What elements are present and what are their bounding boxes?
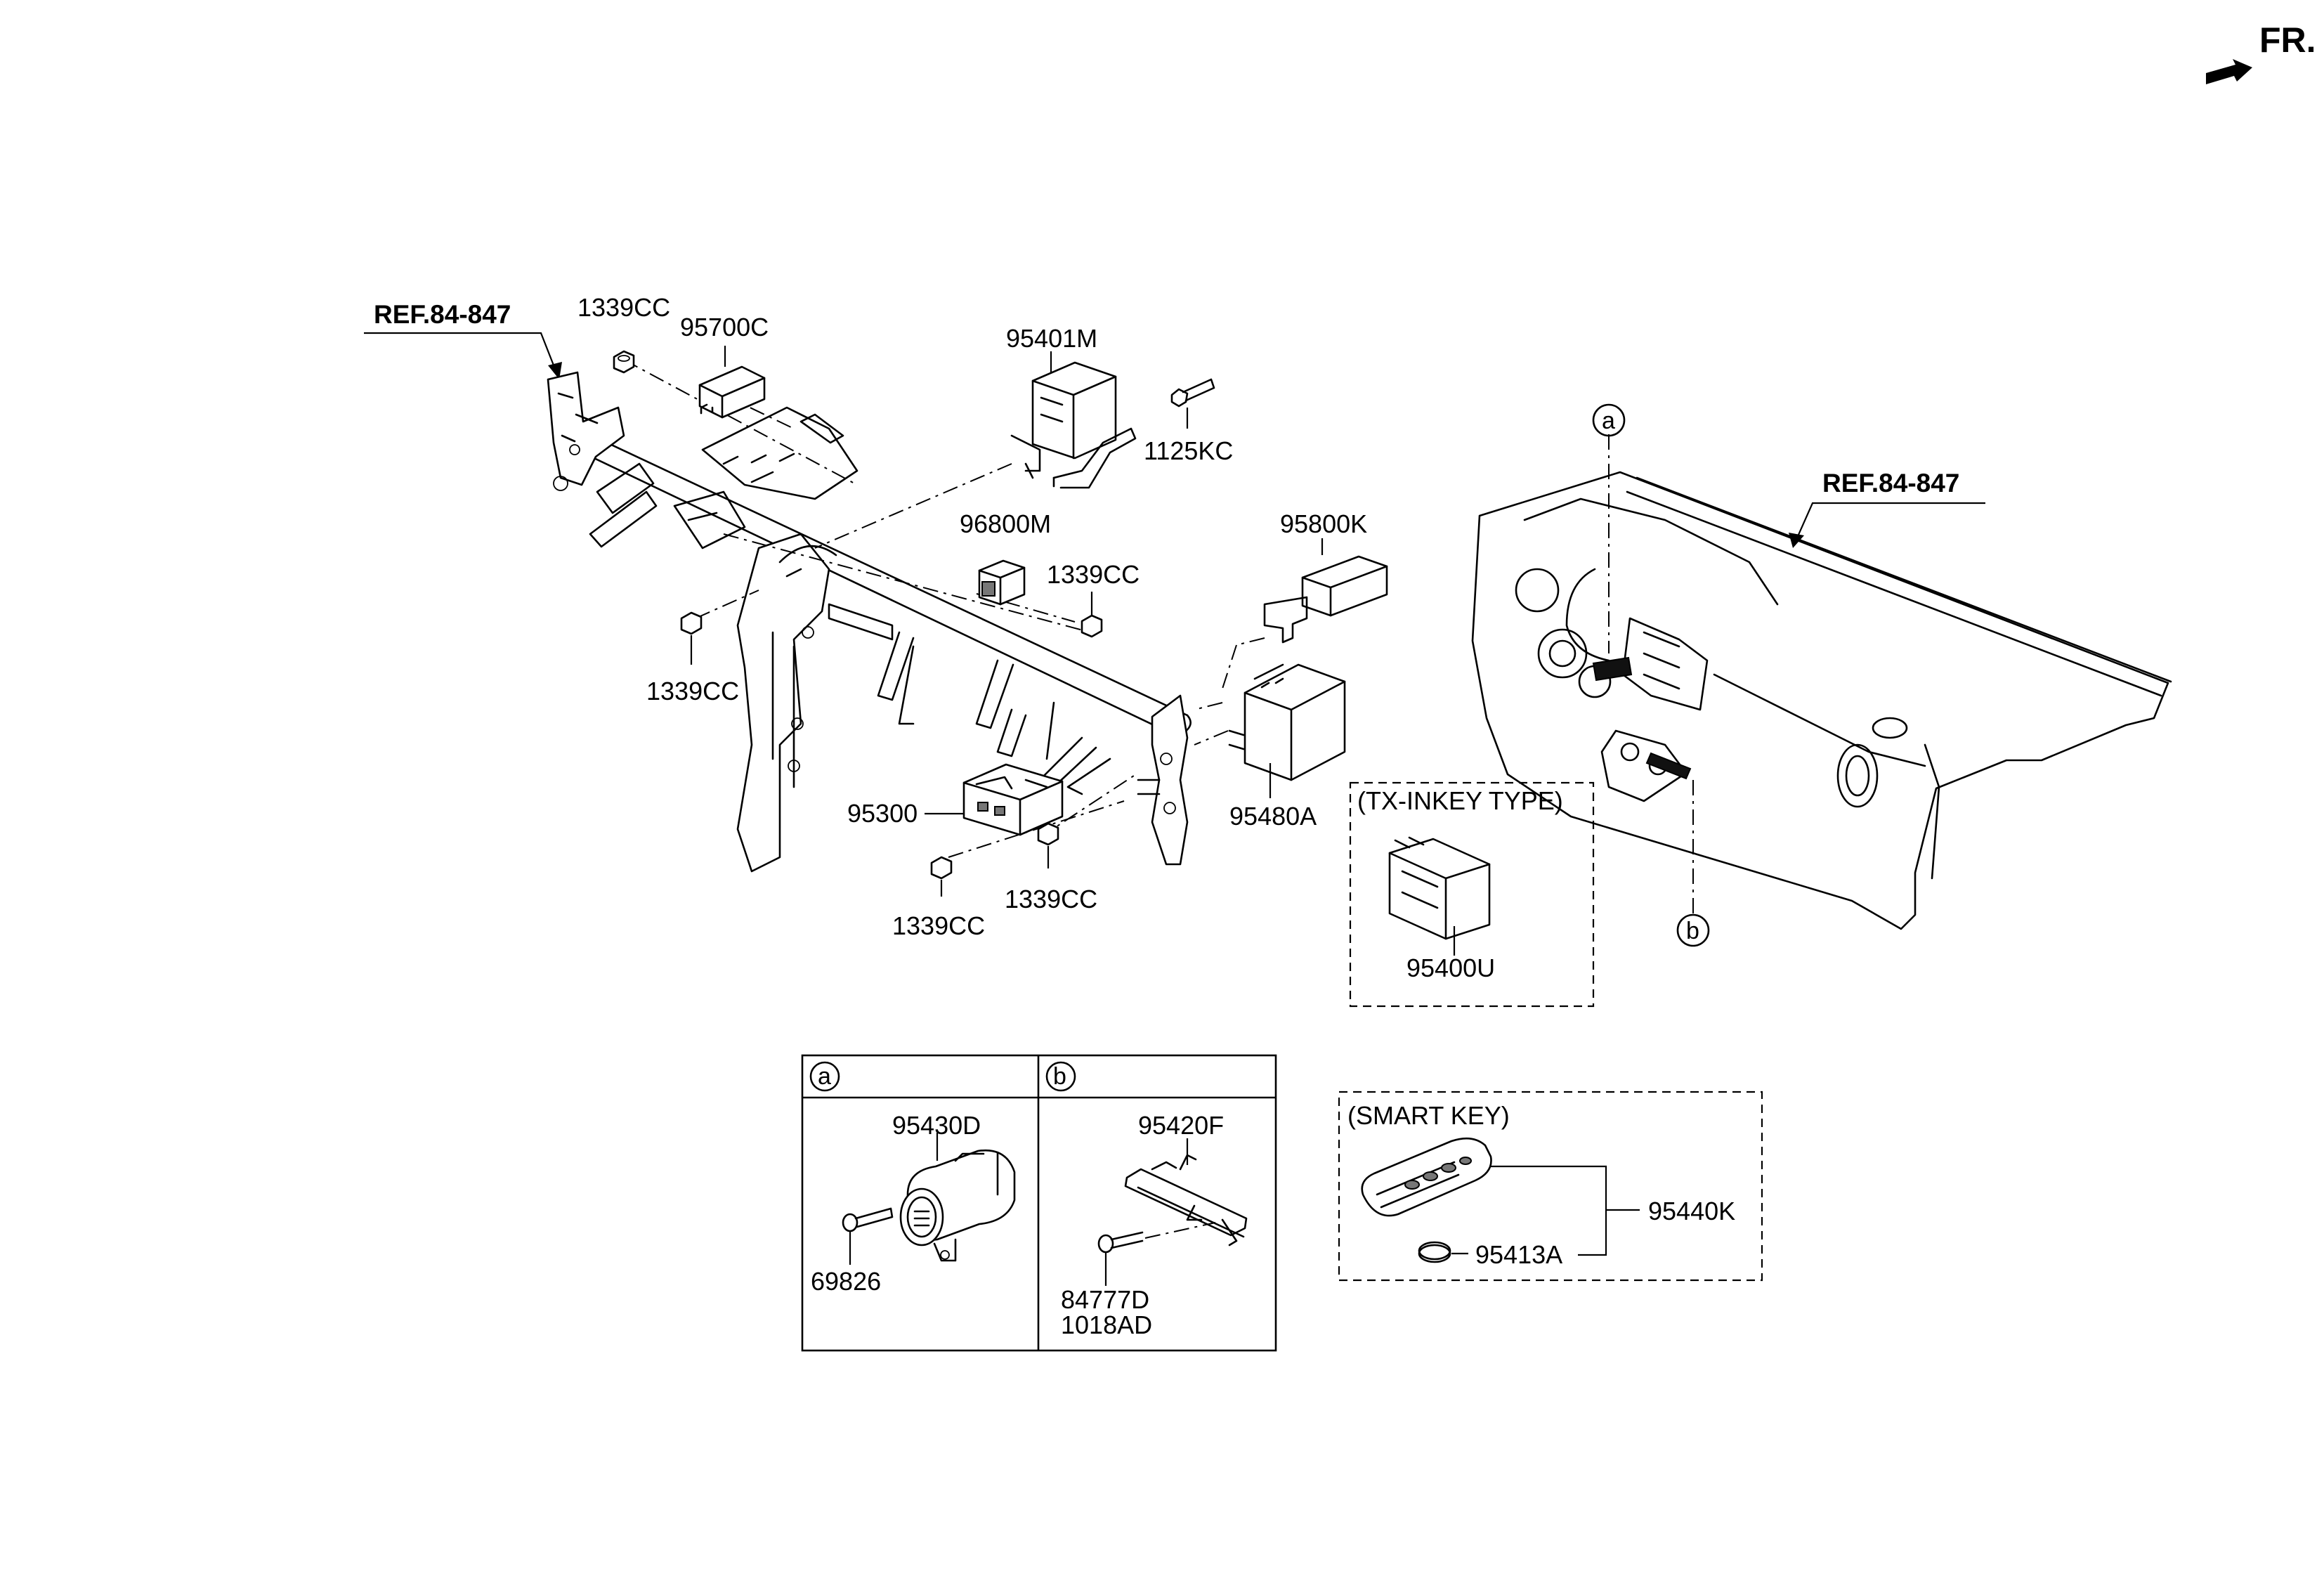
callout-a-label: a: [1602, 408, 1615, 434]
label-1339cc-left: 1339CC: [646, 677, 739, 705]
label-1018ad: 1018AD: [1061, 1310, 1152, 1339]
detail-b-marker: b: [1053, 1063, 1066, 1090]
label-1339cc-top: 1339CC: [577, 293, 670, 322]
detail-panel-b: b 95420F 84777D 1018AD: [1045, 1061, 1248, 1339]
label-69826: 69826: [811, 1267, 881, 1296]
label-95480a: 95480A: [1229, 802, 1317, 831]
part-84777d-1018ad: 84777D 1018AD: [1061, 1222, 1216, 1339]
bolt-1125kc: 1125KC: [1144, 378, 1233, 465]
part-69826: 69826: [811, 1207, 894, 1296]
fr-label: FR.: [2259, 20, 2316, 60]
tx-inkey-type-box: (TX-INKEY TYPE) 95400U: [1349, 781, 1595, 1008]
label-95430d: 95430D: [892, 1111, 981, 1140]
nut-1339cc-top: 1339CC: [577, 293, 670, 374]
smart-key-fob: [1361, 1137, 1492, 1217]
ref-text-right: REF.84-847: [1822, 469, 1959, 497]
part-95480a: 95480A: [1228, 663, 1346, 831]
dashboard-overview: REF.84-847 a b: [1471, 403, 2172, 947]
part-95420f: 95420F: [1124, 1111, 1248, 1247]
label-1339cc-bottom-left: 1339CC: [892, 911, 985, 940]
label-95413a: 95413A: [1475, 1240, 1562, 1269]
label-84777d: 84777D: [1061, 1285, 1149, 1314]
part-96800m: 96800M: [960, 509, 1051, 606]
label-1125kc: 1125KC: [1144, 436, 1233, 465]
tx-inkey-title: (TX-INKEY TYPE): [1357, 786, 1563, 815]
label-95700c: 95700C: [680, 313, 769, 341]
label-95401m: 95401M: [1006, 324, 1097, 353]
label-95420f: 95420F: [1138, 1111, 1224, 1140]
nut-1339cc-left: 1339CC: [646, 611, 739, 705]
nut-1339cc-bottom-right: 1339CC: [1005, 822, 1097, 913]
forward-arrow-icon: [2206, 59, 2252, 84]
detail-panel-a: a 95430D 69826: [809, 1061, 1016, 1296]
part-95430d: 95430D: [892, 1111, 1016, 1262]
ref-label-left: REF.84-847: [364, 300, 562, 379]
detail-table: a 95430D 69826 b: [801, 1054, 1277, 1352]
callout-b-label: b: [1686, 918, 1699, 944]
cowl-cross-member: [547, 371, 1192, 873]
label-95300: 95300: [847, 799, 918, 828]
part-95401m: 95401M: [1006, 324, 1137, 489]
part-95300: 95300: [847, 763, 1064, 836]
part-95700c: 95700C: [680, 313, 769, 419]
label-95440k: 95440K: [1648, 1197, 1735, 1225]
detail-a-marker: a: [818, 1063, 831, 1090]
smart-key-title: (SMART KEY): [1347, 1101, 1510, 1130]
label-95800k: 95800K: [1280, 509, 1367, 538]
ref-text-left: REF.84-847: [374, 300, 511, 329]
label-1339cc-bottom-right: 1339CC: [1005, 885, 1097, 913]
forward-direction-indicator: FR.: [2206, 20, 2316, 84]
callout-a-circle: [1592, 403, 1626, 437]
part-95800k: 95800K: [1263, 509, 1388, 644]
label-1339cc-mid: 1339CC: [1047, 560, 1140, 589]
part-95400u: 95400U: [1388, 836, 1495, 982]
label-95400u: 95400U: [1406, 954, 1495, 982]
label-96800m: 96800M: [960, 509, 1051, 538]
smart-key-box: (SMART KEY) 95440K 95413A: [1338, 1091, 1763, 1282]
callout-b-circle: [1676, 913, 1710, 947]
coin-battery: [1418, 1241, 1451, 1263]
nut-1339cc-bottom-left: 1339CC: [892, 856, 985, 940]
nut-1339cc-mid: 1339CC: [1047, 560, 1140, 638]
